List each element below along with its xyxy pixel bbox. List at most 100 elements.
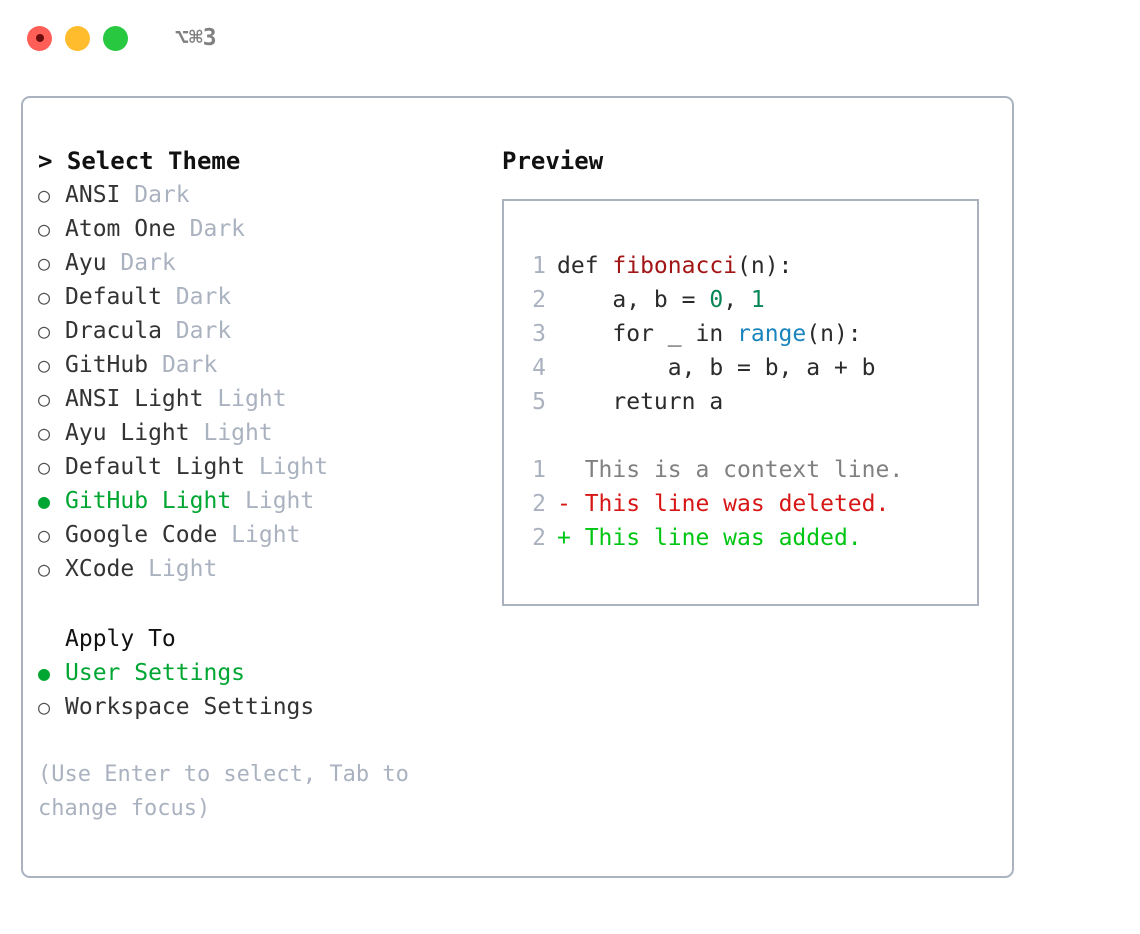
radio-unselected-icon: ○: [38, 217, 51, 241]
diff-line-del: 2- This line was deleted.: [522, 487, 977, 521]
code-line-text: return a: [557, 385, 723, 419]
code-token-fn: fibonacci: [612, 253, 738, 279]
code-token-num: 0: [709, 287, 724, 313]
window-titlebar: ⌥⌘3: [0, 0, 1140, 76]
theme-option-default-light[interactable]: ○ Default Light Light: [38, 450, 488, 484]
preview-title: Preview: [502, 147, 604, 175]
theme-variant-tag: Light: [245, 454, 329, 480]
code-line-text: def fibonacci(n):: [557, 249, 792, 283]
theme-option-label: Atom One: [65, 216, 176, 242]
keyboard-hint: (Use Enter to select, Tab to change focu…: [38, 762, 409, 821]
apply-to-option-label: Workspace Settings: [65, 694, 315, 720]
code-line-number: 3: [532, 321, 546, 347]
theme-option-ayu-light[interactable]: ○Ayu Light Light: [38, 416, 488, 450]
theme-option-label: GitHub Light: [65, 488, 232, 514]
theme-variant-tag: Dark: [161, 284, 232, 310]
radio-unselected-icon: ○: [38, 251, 51, 275]
theme-option-label: Default: [65, 284, 162, 310]
theme-variant-tag: Light: [231, 488, 315, 514]
apply-to-option-workspace-settings[interactable]: ○ Workspace Settings: [38, 690, 488, 724]
theme-option-label: XCode: [65, 556, 135, 582]
section-spacer: [38, 586, 488, 622]
radio-unselected-icon: ○: [38, 523, 51, 547]
diff-line-number: 1: [532, 457, 546, 483]
theme-option-label: ANSI: [65, 182, 121, 208]
radio-unselected-icon: ○: [38, 455, 51, 479]
window-title: ⌥⌘3: [175, 25, 217, 51]
diff-marker: [557, 453, 585, 487]
code-line-text: a, b = b, a + b: [557, 351, 876, 385]
theme-variant-tag: Light: [217, 522, 301, 548]
diff-marker: +: [557, 525, 585, 551]
close-button-icon[interactable]: [27, 25, 52, 51]
theme-option-github-light[interactable]: ● GitHub Light Light: [38, 484, 488, 518]
code-line: 4 a, b = b, a + b: [522, 351, 977, 385]
diff-line-number: 2: [532, 525, 546, 551]
radio-selected-icon: ●: [38, 489, 51, 513]
main-panel: > Select Theme ○ANSI Dark○Atom One Dark○…: [21, 96, 1014, 878]
theme-option-dracula[interactable]: ○Dracula Dark: [38, 314, 488, 348]
theme-option-label: ANSI Light: [65, 386, 204, 412]
diff-line-ctx: 1 This is a context line.: [522, 453, 977, 487]
code-line-number: 1: [532, 253, 546, 279]
minimize-button-icon[interactable]: [65, 25, 90, 51]
diff-line-number: 2: [532, 491, 546, 517]
radio-unselected-icon: ○: [38, 285, 51, 309]
theme-selector-column: > Select Theme ○ANSI Dark○Atom One Dark○…: [38, 144, 488, 826]
theme-option-label: Default Light: [65, 454, 246, 480]
code-token-plain: for _ in: [557, 321, 738, 347]
maximize-button-icon[interactable]: [103, 25, 128, 51]
diff-line-text: This line was deleted.: [584, 491, 890, 517]
theme-option-github[interactable]: ○GitHub Dark: [38, 348, 488, 382]
select-theme-header: > Select Theme: [38, 147, 241, 175]
radio-unselected-icon: ○: [38, 695, 51, 719]
apply-to-list: ● User Settings ○ Workspace Settings: [38, 656, 488, 724]
traffic-lights: [27, 25, 128, 51]
theme-option-label: Ayu: [65, 250, 107, 276]
code-line: 3 for _ in range(n):: [522, 317, 977, 351]
apply-to-option-label: User Settings: [65, 660, 246, 686]
code-line-text: for _ in range(n):: [557, 317, 862, 351]
code-token-plain: (n):: [806, 321, 862, 347]
theme-option-ayu[interactable]: ○ Ayu Dark: [38, 246, 488, 280]
theme-option-label: GitHub: [65, 352, 149, 378]
diff-sample: 1 This is a context line.2- This line wa…: [522, 453, 977, 555]
diff-line-text: This is a context line.: [584, 457, 904, 483]
theme-variant-tag: Light: [203, 386, 287, 412]
code-token-plain: ,: [723, 287, 751, 313]
theme-variant-tag: Dark: [106, 250, 176, 276]
code-token-plain: def: [557, 253, 613, 279]
code-line: 5 return a: [522, 385, 977, 419]
code-line-number: 4: [532, 355, 546, 381]
theme-variant-tag: Light: [189, 420, 273, 446]
apply-to-option-user-settings[interactable]: ● User Settings: [38, 656, 488, 690]
radio-unselected-icon: ○: [38, 387, 51, 411]
theme-option-google-code[interactable]: ○ Google Code Light: [38, 518, 488, 552]
theme-option-xcode[interactable]: ○ XCode Light: [38, 552, 488, 586]
code-token-plain: (n):: [737, 253, 793, 279]
code-token-call: range: [737, 321, 807, 347]
diff-line-text: This line was added.: [584, 525, 862, 551]
radio-selected-icon: ●: [38, 661, 51, 685]
code-token-plain: return a: [557, 389, 724, 415]
theme-option-ansi-light[interactable]: ○ ANSI Light Light: [38, 382, 488, 416]
radio-unselected-icon: ○: [38, 557, 51, 581]
code-line-text: a, b = 0, 1: [557, 283, 765, 317]
theme-variant-tag: Dark: [148, 352, 218, 378]
code-line-number: 5: [532, 389, 546, 415]
theme-option-atom-one[interactable]: ○Atom One Dark: [38, 212, 488, 246]
diff-spacer: [522, 419, 977, 453]
theme-list: ○ANSI Dark○Atom One Dark○Ayu Dark○Defaul…: [38, 178, 488, 586]
theme-option-ansi[interactable]: ○ANSI Dark: [38, 178, 488, 212]
code-token-num: 1: [750, 287, 765, 313]
theme-variant-tag: Light: [134, 556, 218, 582]
code-line: 1 def fibonacci(n):: [522, 249, 977, 283]
theme-option-default[interactable]: ○ Default Dark: [38, 280, 488, 314]
theme-variant-tag: Dark: [120, 182, 190, 208]
code-line-number: 2: [532, 287, 546, 313]
theme-option-label: Google Code: [65, 522, 218, 548]
